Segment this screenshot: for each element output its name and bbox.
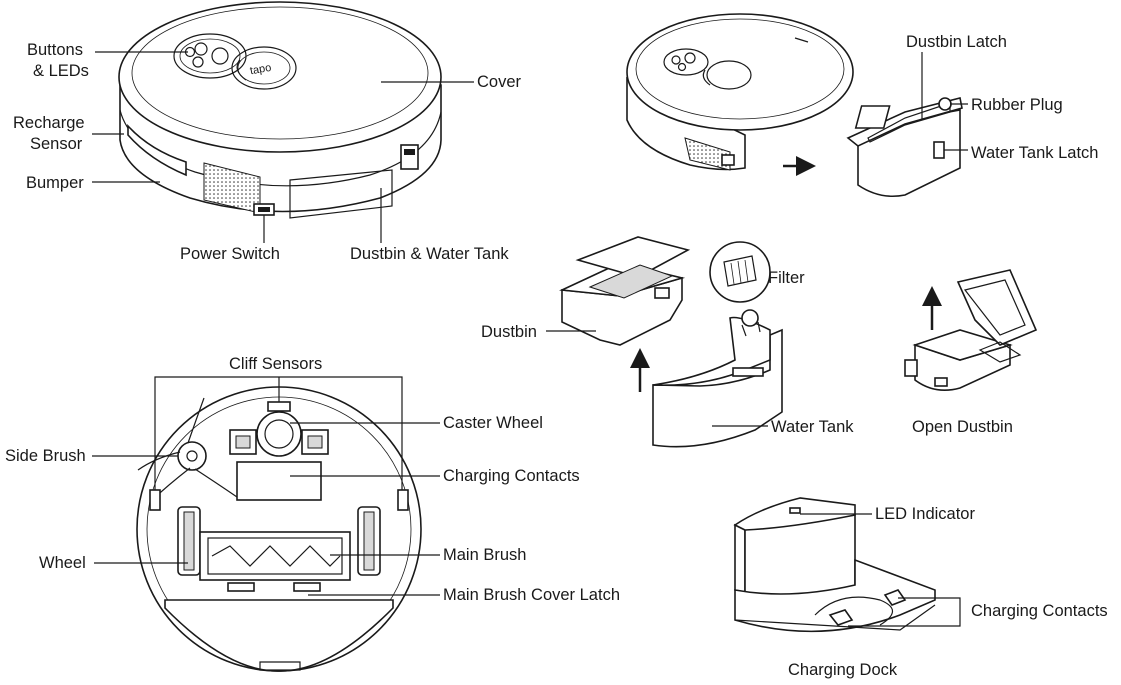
caster-wheel-label: Caster Wheel [443,414,543,432]
dustbin-water-tank-label: Dustbin & Water Tank [350,245,509,263]
recharge-sensor-label-line2: Sensor [30,135,83,153]
dock-charging-contacts-label: Charging Contacts [971,602,1108,620]
component-labels: Filter Dustbin Water Tank Open Dustbin [481,269,1013,436]
robot-bottom-view [136,386,422,672]
dock-charging-contacts-leader [848,597,961,627]
cliff-sensors-label: Cliff Sensors [229,355,322,373]
robot-top-labels: Buttons & LEDs Recharge Sensor Bumper Co… [13,41,522,263]
dustbin-label: Dustbin [481,323,537,341]
cover-label: Cover [477,73,522,91]
dock-labels: LED Indicator Charging Contacts Charging… [788,505,1108,679]
robot-bottom-labels: Cliff Sensors Caster Wheel Side Brush Ch… [5,355,620,604]
charging-contacts-bottom-label: Charging Contacts [443,467,580,485]
buttons-leds-label-line2: & LEDs [33,62,89,80]
water-tank-latch-label: Water Tank Latch [971,144,1098,162]
side-brush-part [137,397,238,503]
charging-dock-view [733,497,936,633]
led-indicator-label: LED Indicator [875,505,975,523]
buttons-leds-part: tapo [173,33,297,90]
side-brush-label: Side Brush [5,447,86,465]
wheel-label: Wheel [39,554,86,572]
robot-removal-view [626,13,963,198]
brand-logo-text: tapo [249,62,272,78]
buttons-leds-label-line1: Buttons [27,41,83,59]
main-brush-label: Main Brush [443,546,526,564]
charging-contacts-part [236,461,322,501]
water-tank-label: Water Tank [771,418,854,436]
removal-labels: Dustbin Latch Rubber Plug Water Tank Lat… [906,33,1098,162]
main-brush-cover-latch-label: Main Brush Cover Latch [443,586,620,604]
open-dustbin-label: Open Dustbin [912,418,1013,436]
bumper-label: Bumper [26,174,84,192]
dustbin-latch-label: Dustbin Latch [906,33,1007,51]
filter-label: Filter [768,269,805,287]
power-switch-label: Power Switch [180,245,280,263]
robot-top-view: tapo [118,1,442,219]
wheel-left-part [177,506,201,576]
main-brush-part [199,531,351,581]
dustbin-filter-view [559,236,783,448]
wheel-right-part [357,506,381,576]
charging-dock-label: Charging Dock [788,661,898,679]
recharge-sensor-label-line1: Recharge [13,114,85,132]
rubber-plug-label: Rubber Plug [971,96,1063,114]
open-dustbin-view [904,269,1038,391]
dock-led-part [789,507,801,514]
caster-wheel-part [256,411,302,457]
